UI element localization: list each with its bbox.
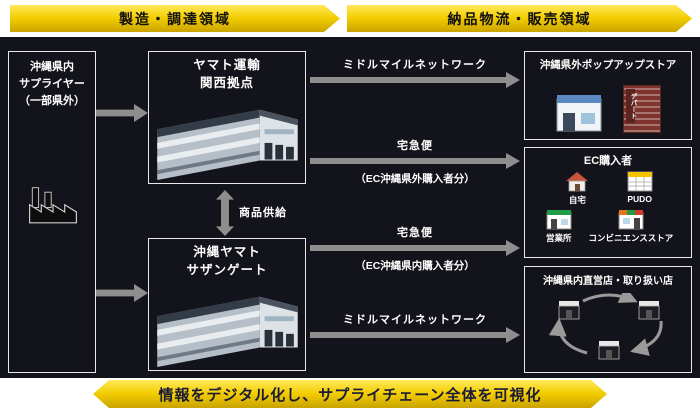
middle-mile-top-label: ミドルマイルネットワーク — [343, 59, 487, 71]
supplier-node: 沖縄県内 サプライヤー （一部県外） — [8, 51, 96, 373]
kansai-hub-node: ヤマト運輸 関西拠点 — [148, 51, 306, 184]
middle-mile-bottom-label: ミドルマイルネットワーク — [343, 314, 487, 326]
kansai-hub-title: ヤマト運輸 関西拠点 — [193, 58, 261, 90]
warehouse-icon — [157, 109, 298, 180]
ec-item-pudo: PUDO — [626, 171, 654, 206]
southern-gate-node: 沖縄ヤマト サザンゲート — [148, 238, 306, 371]
direct-stores-title: 沖縄県内直営店・取り扱い店 — [543, 276, 673, 287]
department-store-icon: デパート — [623, 85, 661, 133]
popup-store-node: 沖縄県外ポップアップストア デパート — [524, 51, 692, 140]
ec-item-convenience-label: コンビニエンスストア — [588, 233, 674, 243]
ec-item-convenience: コンビニエンスストア — [588, 209, 673, 244]
department-store-sign: デパート — [626, 89, 636, 123]
warehouse-icon — [157, 296, 298, 367]
ec-buyers-grid: 自宅 PUDO 営業所 コンビニエンスストア — [529, 168, 689, 244]
ec-item-pudo-label: PUDO — [627, 194, 652, 204]
diagram-background — [0, 37, 700, 378]
banner-manufacturing-label: 製造・調達領域 — [119, 10, 231, 27]
popup-store-title: 沖縄県外ポップアップストア — [539, 59, 677, 71]
office-icon — [546, 209, 572, 230]
popup-store-icons: デパート — [525, 85, 691, 133]
takkyubin-inside-label: 宅急便 — [397, 227, 433, 239]
ec-item-office: 営業所 — [545, 209, 573, 244]
store-icon — [598, 340, 620, 360]
ec-item-home-label: 自宅 — [568, 195, 586, 205]
convenience-store-icon — [618, 209, 644, 230]
ec-item-home: 自宅 — [564, 171, 590, 206]
pudo-locker-icon — [627, 171, 653, 192]
store-cycle-icon — [549, 293, 663, 360]
banner-delivery-sales-label: 納品物流・販売領域 — [447, 10, 592, 27]
ec-buyers-node: EC購入者 自宅 PUDO 営業所 コンビニエンススト — [524, 147, 692, 258]
southern-gate-title: 沖縄ヤマト サザンゲート — [186, 245, 268, 277]
factory-icon — [29, 187, 77, 224]
direct-stores-node: 沖縄県内直営店・取り扱い店 — [524, 266, 692, 373]
banner-digitalization-label: 情報をデジタル化し、サプライチェーン全体を可視化 — [158, 386, 542, 404]
store-icon — [638, 300, 660, 320]
banner-delivery-sales-area: 納品物流・販売領域 — [347, 5, 692, 32]
ec-buyers-title: EC購入者 — [583, 155, 633, 167]
takkyubin-inside-sublabel: （EC沖縄県内購入者分） — [355, 260, 475, 272]
takkyubin-outside-sublabel: （EC沖縄県外購入者分） — [355, 173, 475, 185]
goods-supply-label: 商品供給 — [239, 207, 287, 219]
house-icon — [565, 171, 589, 192]
takkyubin-outside-label: 宅急便 — [397, 140, 433, 152]
shop-icon — [556, 94, 602, 132]
ec-item-office-label: 営業所 — [545, 233, 572, 243]
banner-digitalization: 情報をデジタル化し、サプライチェーン全体を可視化 — [93, 380, 607, 408]
banner-manufacturing-area: 製造・調達領域 — [10, 5, 340, 32]
supplier-title: 沖縄県内 サプライヤー （一部県外） — [19, 61, 85, 108]
store-icon — [558, 300, 580, 320]
